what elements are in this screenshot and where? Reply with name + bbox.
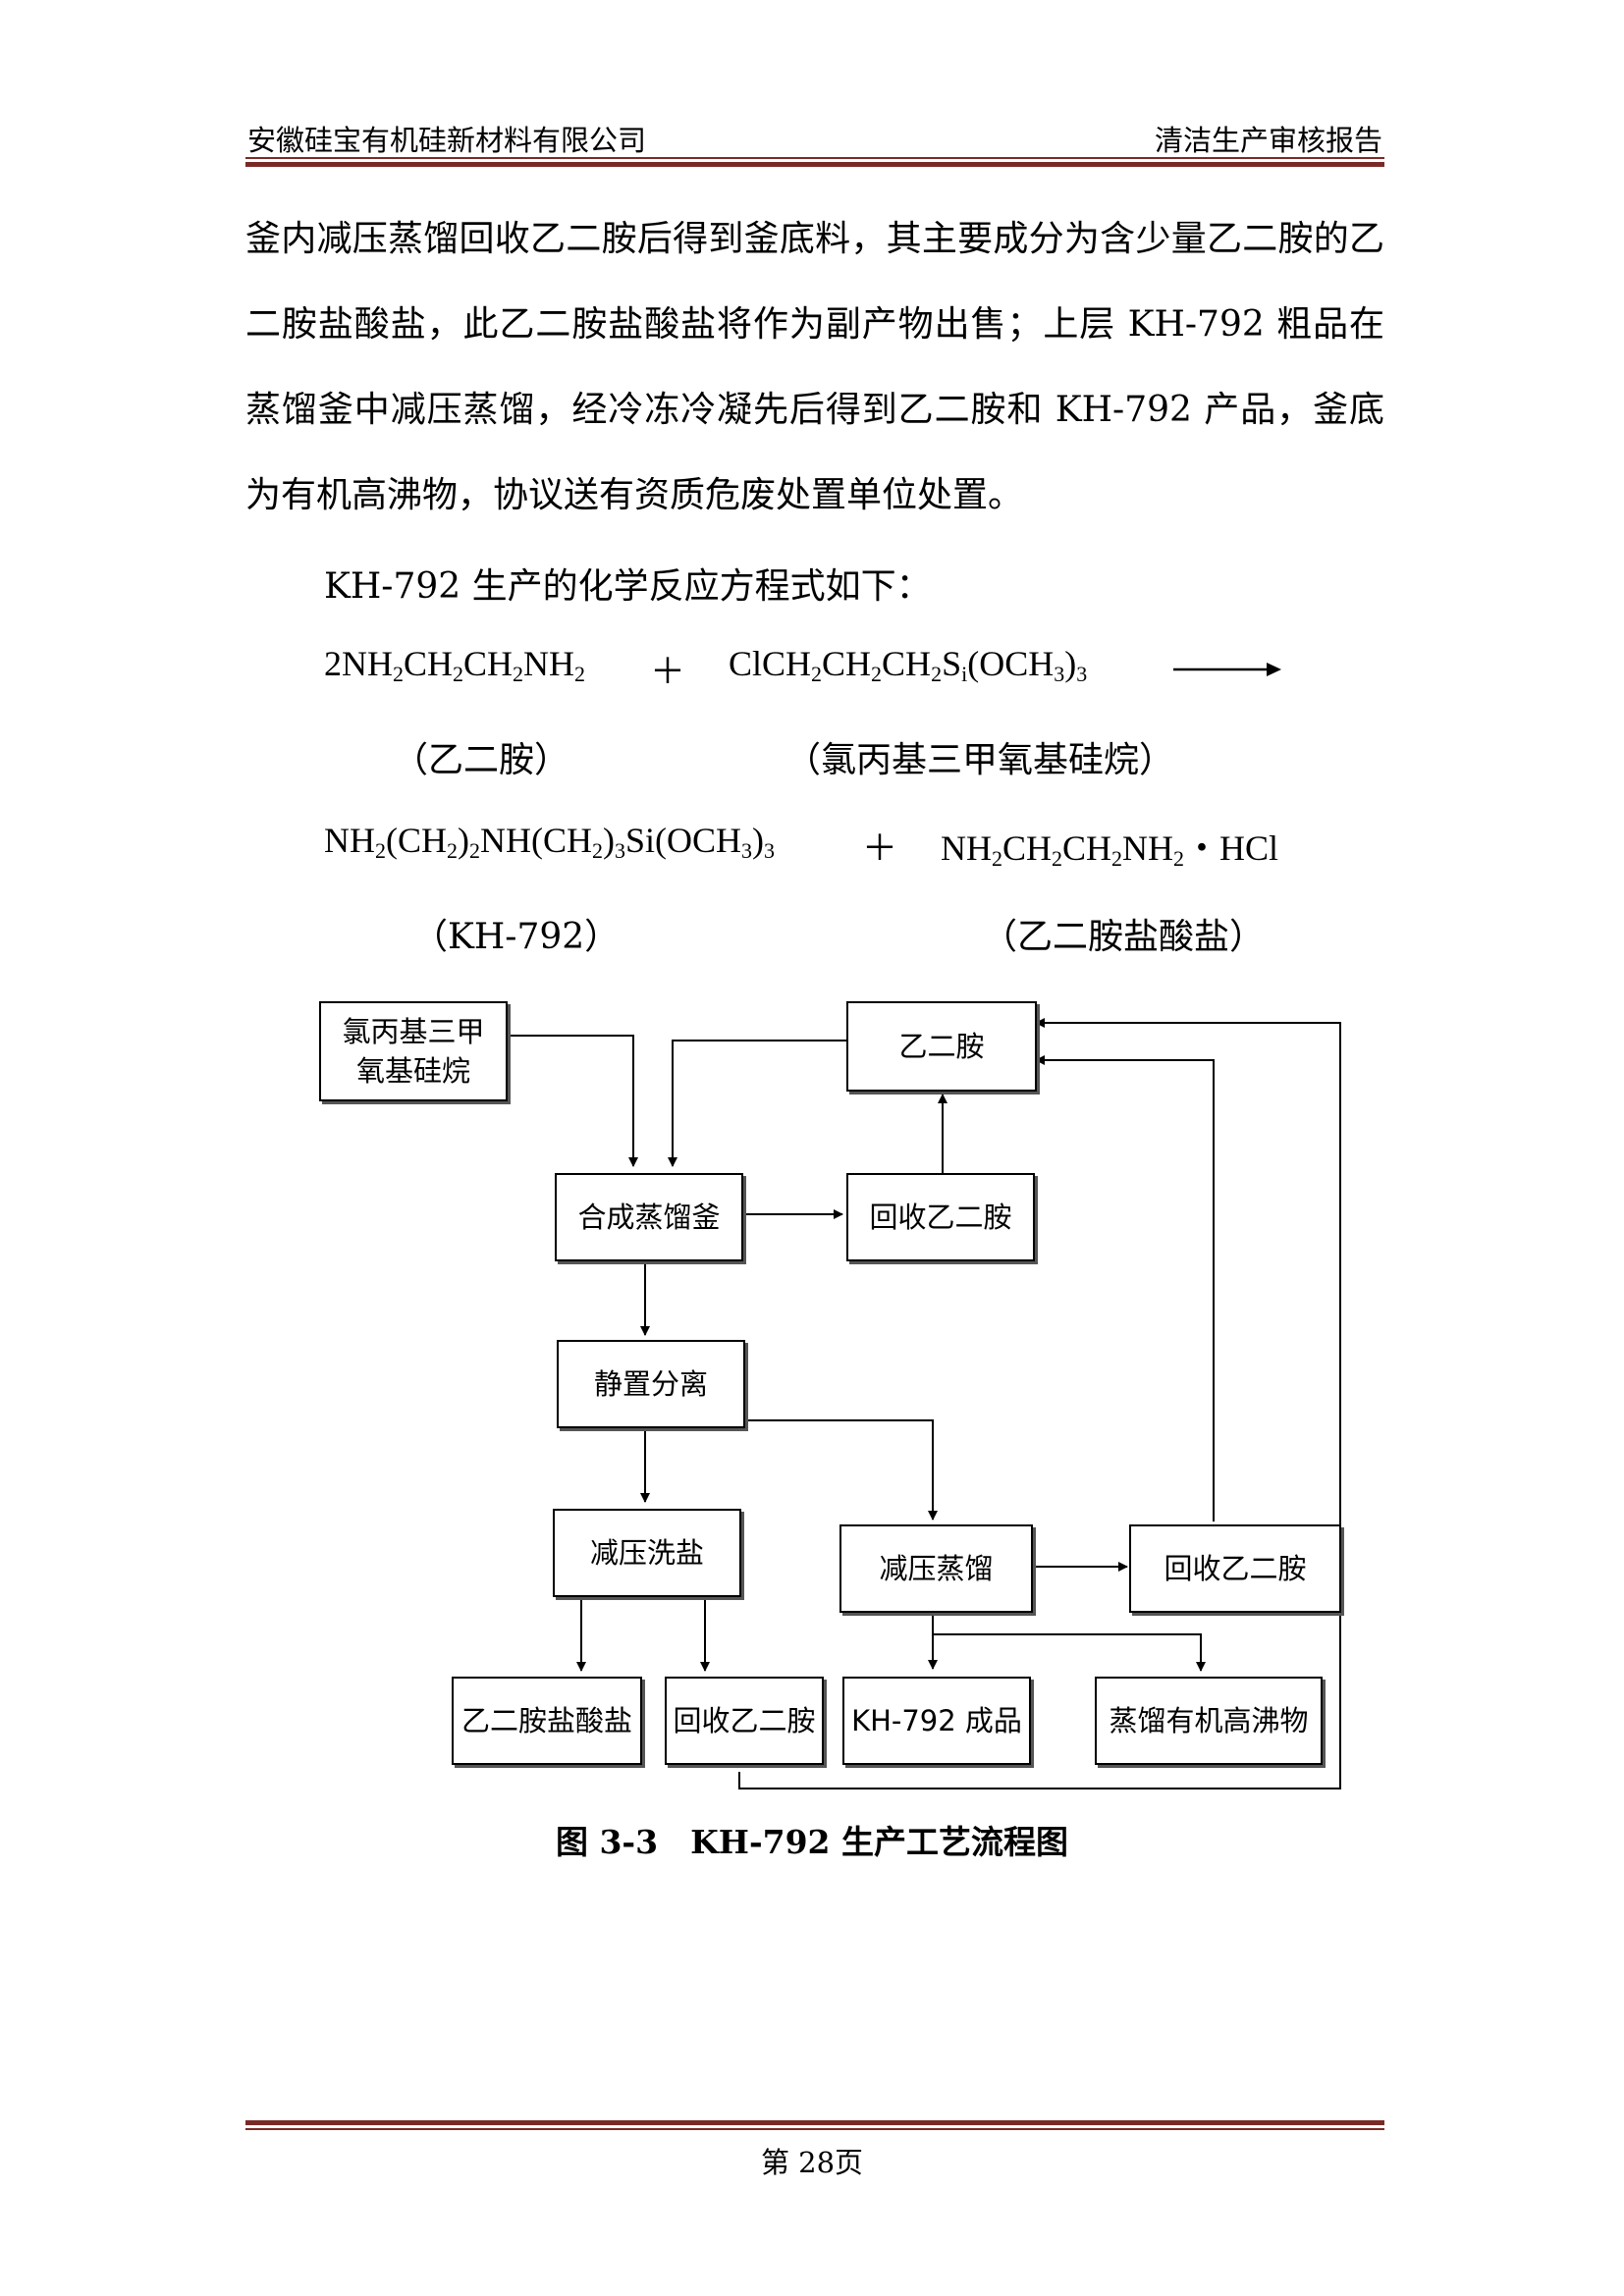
box-label: 回收乙二胺: [869, 1201, 1012, 1234]
box-eda-hcl: 乙二胺盐酸盐: [452, 1677, 642, 1765]
reactant-1-label: （乙二胺）: [393, 740, 570, 780]
box-recover-2: 回收乙二胺: [1129, 1524, 1341, 1613]
box-label: 回收乙二胺: [1164, 1552, 1307, 1585]
box-vacuum-distill: 减压蒸馏: [839, 1524, 1033, 1613]
page-header: 安徽硅宝有机硅新材料有限公司 清洁生产审核报告: [245, 110, 1384, 157]
product-kh792: NH2(CH2)2NH(CH2)3Si(OCH3)3: [324, 821, 776, 863]
box-recover-3: 回收乙二胺: [665, 1677, 824, 1765]
product-1-label: （KH-792）: [412, 917, 621, 957]
plus-sign-2: ＋: [862, 828, 898, 868]
box-label: 氯丙基三甲 氧基硅烷: [342, 1015, 485, 1088]
header-rule-thick: [245, 162, 1384, 167]
report-title: 清洁生产审核报告: [1154, 124, 1382, 157]
box-vacuum-wash-salt: 减压洗盐: [553, 1509, 741, 1597]
reaction-arrow: [1173, 663, 1281, 676]
plus-sign: ＋: [650, 652, 686, 691]
paragraph: 釜内减压蒸馏回收乙二胺后得到釜底料，其主要成分为含少量乙二胺的乙二胺盐酸盐，此乙…: [245, 219, 1384, 515]
box-settle-separate: 静置分离: [557, 1340, 745, 1428]
box-label: 静置分离: [593, 1367, 708, 1401]
box-high-boilers: 蒸馏有机高沸物: [1095, 1677, 1323, 1765]
box-recover-1: 回收乙二胺: [846, 1173, 1035, 1261]
box-ethylenediamine: 乙二胺: [846, 1001, 1037, 1092]
box-label: 合成蒸馏釜: [577, 1201, 721, 1234]
body-text: 釜内减压蒸馏回收乙二胺后得到釜底料，其主要成分为含少量乙二胺的乙二胺盐酸盐，此乙…: [245, 196, 1384, 538]
box-synthesis-still: 合成蒸馏釜: [555, 1173, 743, 1261]
box-label: 减压洗盐: [589, 1536, 704, 1570]
product-2-label: （乙二胺盐酸盐）: [982, 917, 1266, 957]
figure-caption: 图 3-3 KH-792 生产工艺流程图: [555, 1823, 1069, 1861]
reactant-chloropropylsilane: ClCH2CH2CH2Si(OCH3)3: [729, 644, 1088, 686]
box-label: 减压蒸馏: [879, 1552, 994, 1585]
box-label: KH-792 成品: [851, 1704, 1022, 1737]
page-number: 第 28页: [760, 2146, 864, 2179]
box-kh792-product: KH-792 成品: [842, 1677, 1031, 1765]
box-label: 回收乙二胺: [673, 1704, 816, 1737]
product-eda-hcl: NH2CH2CH2NH2・HCl: [941, 828, 1279, 871]
box-label: 蒸馏有机高沸物: [1109, 1704, 1309, 1737]
header-rule-thin: [245, 157, 1384, 159]
equation-intro: KH-792 生产的化学反应方程式如下：: [324, 566, 932, 607]
footer-rule-thick: [245, 2120, 1384, 2125]
company-name: 安徽硅宝有机硅新材料有限公司: [247, 124, 647, 157]
footer-rule-thin: [245, 2128, 1384, 2130]
reactant-2-label: （氯丙基三甲氧基硅烷）: [785, 740, 1175, 780]
box-raw-silane: 氯丙基三甲 氧基硅烷: [319, 1001, 508, 1101]
box-label: 乙二胺: [898, 1030, 985, 1063]
reactant-ethylenediamine: 2NH2CH2CH2NH2: [324, 644, 586, 686]
box-label: 乙二胺盐酸盐: [460, 1704, 632, 1737]
